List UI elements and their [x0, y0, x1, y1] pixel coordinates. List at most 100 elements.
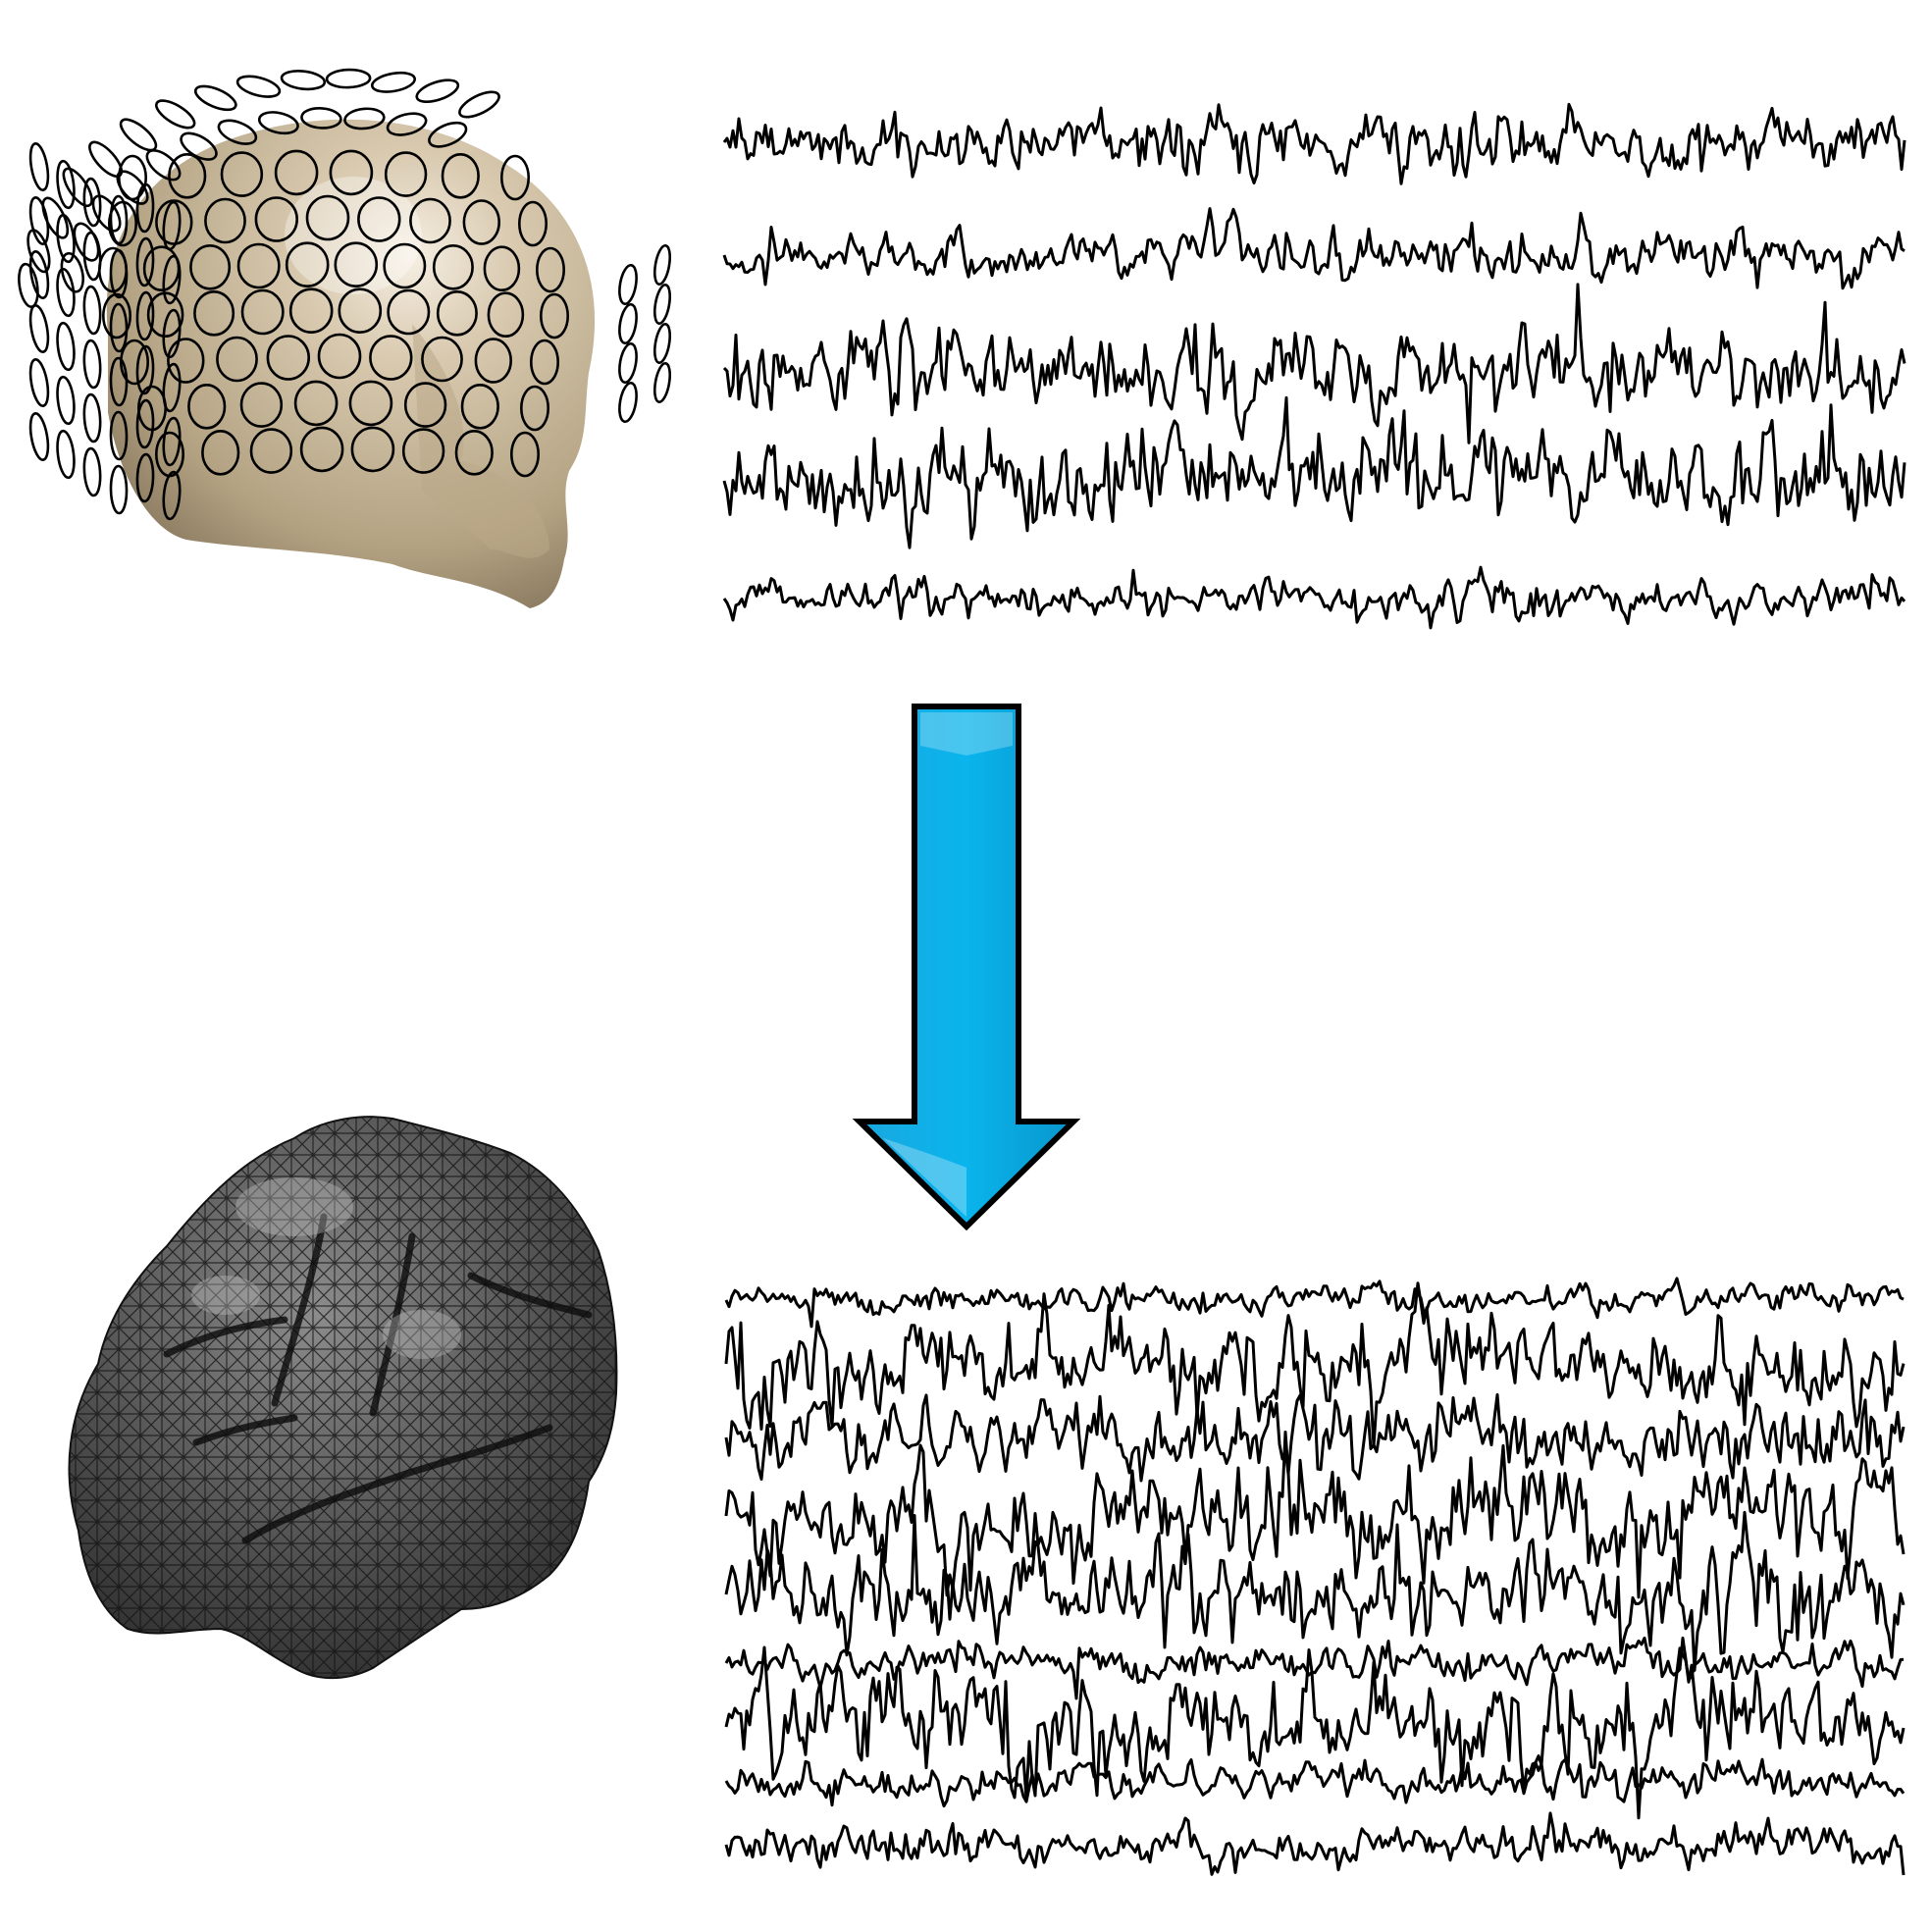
electrode-111 [415, 78, 460, 104]
electrode-104 [119, 118, 158, 152]
electrode-91 [135, 398, 155, 449]
electrode-12 [254, 196, 298, 242]
electrode-42 [317, 333, 362, 380]
electrode-119 [217, 119, 258, 145]
electrode-73 [56, 375, 76, 426]
electrode-60 [401, 428, 445, 474]
electrode-117 [145, 149, 182, 182]
sensor-trace-3 [722, 283, 1906, 444]
electrode-74 [56, 429, 76, 480]
electrode-2 [168, 153, 207, 199]
electrode-65 [28, 250, 50, 299]
electrode-cap [18, 68, 672, 521]
source-trace-1 [724, 1277, 1905, 1329]
electrode-120 [257, 111, 299, 135]
electrode-106 [193, 84, 237, 112]
electrode-46 [529, 339, 559, 386]
electrode-110 [370, 71, 417, 93]
source-trace-8 [724, 1757, 1906, 1808]
electrode-122 [343, 107, 386, 131]
electrode-129 [618, 341, 638, 385]
electrode-30 [193, 289, 235, 337]
electrode-6 [384, 151, 428, 197]
electrode-57 [249, 428, 293, 474]
electrode-131 [618, 381, 638, 424]
electrode-49 [239, 382, 284, 428]
electrode-58 [299, 426, 344, 473]
electrode-25 [432, 243, 474, 290]
electrode-105 [155, 99, 196, 130]
arrow-highlight [920, 712, 1013, 756]
source-trace-2 [724, 1281, 1906, 1448]
electrode-59 [350, 426, 395, 473]
electrode-80 [82, 446, 102, 497]
electrode-118 [180, 131, 218, 161]
electrode-31 [240, 288, 285, 336]
brain-sulci [163, 1213, 593, 1544]
electrode-36 [487, 291, 525, 339]
electrode-95 [162, 308, 182, 359]
sensor-trace-4 [722, 395, 1906, 549]
electrode-43 [369, 335, 413, 381]
electrode-27 [535, 246, 565, 293]
electrode-108 [280, 70, 327, 91]
electrode-132 [653, 361, 672, 404]
electrode-16 [462, 199, 500, 245]
electrode-15 [409, 197, 451, 244]
electrode-24 [383, 242, 427, 289]
source-trace-3 [724, 1392, 1906, 1483]
electrode-87 [135, 183, 155, 234]
sensor-trace-5 [722, 565, 1906, 630]
electrode-113 [60, 251, 84, 293]
head-highlight [285, 177, 422, 294]
electrode-82 [109, 248, 129, 299]
electrode-93 [162, 200, 182, 251]
electrode-79 [82, 392, 102, 444]
down-arrow-icon [852, 704, 1081, 1231]
electrode-128 [653, 283, 672, 326]
electrode-109 [325, 68, 372, 89]
electrode-23 [334, 241, 379, 288]
sensor-trace-1 [722, 102, 1906, 185]
electrode-121 [300, 107, 342, 130]
electrode-37 [539, 292, 569, 339]
sensor-level-traces [722, 102, 1906, 630]
electrode-61 [454, 429, 494, 476]
electrode-67 [28, 358, 50, 407]
eeg-head-with-electrode-cap-icon [18, 68, 672, 608]
electrode-77 [82, 285, 102, 336]
electrode-68 [28, 412, 50, 461]
electrode-33 [338, 287, 383, 335]
electrode-96 [162, 362, 182, 413]
electrode-84 [109, 356, 129, 407]
electrode-26 [483, 245, 521, 292]
electrode-38 [120, 339, 150, 386]
electrode-115 [91, 194, 122, 233]
electrode-89 [135, 290, 155, 341]
electrode-39 [167, 338, 205, 384]
down-arrow [852, 704, 1081, 1231]
electrode-44 [421, 336, 463, 383]
electrode-48 [187, 383, 227, 430]
electrode-78 [82, 339, 102, 390]
electrode-28 [102, 292, 132, 339]
electrode-54 [519, 385, 549, 432]
electrode-51 [348, 380, 393, 427]
electrode-92 [135, 452, 155, 503]
electrode-100 [26, 229, 51, 274]
electrode-35 [436, 289, 478, 337]
electrode-62 [509, 431, 540, 478]
electrode-63 [28, 142, 50, 191]
source-trace-6 [724, 1636, 1905, 1700]
electrode-107 [235, 75, 282, 98]
electrode-99 [18, 262, 39, 308]
electrode-3 [220, 151, 264, 197]
electrode-34 [387, 288, 431, 336]
electrode-114 [73, 222, 100, 262]
electrode-130 [653, 322, 672, 365]
source-level-traces [724, 1277, 1906, 1876]
electrode-20 [189, 243, 232, 290]
electrode-85 [109, 410, 129, 461]
electrode-32 [288, 287, 334, 335]
